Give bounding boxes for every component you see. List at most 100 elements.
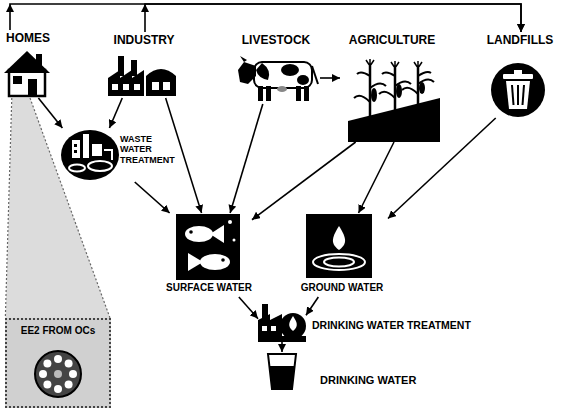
- corn-field-icon: [394, 68, 397, 110]
- factory-icon: [112, 84, 118, 90]
- treatment-plant-icon: [83, 134, 89, 158]
- flow-arrow: [166, 98, 202, 213]
- node-label: SURFACE WATER: [156, 282, 262, 294]
- callout-leader: [5, 98, 11, 318]
- house-icon: [28, 79, 37, 96]
- fish-icon: [189, 230, 193, 234]
- corn-field-icon: [370, 83, 386, 88]
- corn-field-icon: [369, 66, 372, 116]
- trash-can-icon: [517, 85, 519, 105]
- corn-field-icon: [402, 88, 418, 94]
- corn-field-icon: [418, 72, 431, 76]
- treatment-plant-icon: [74, 150, 77, 153]
- cow-icon: [240, 56, 247, 62]
- water-plant-icon: [271, 326, 276, 331]
- glass-icon: [270, 366, 295, 389]
- node-label: EE2 FROM OCs: [7, 325, 109, 337]
- fish-icon: [176, 214, 240, 280]
- corn-field-icon: [419, 82, 425, 94]
- pill-pack-icon: [65, 381, 73, 389]
- corn-field-icon: [414, 61, 422, 68]
- corn-field-icon: [418, 79, 434, 84]
- source-node: HOMES: [3, 30, 53, 98]
- factory-icon: [118, 56, 124, 76]
- glass-icon: [268, 354, 296, 389]
- node-label: LANDFILLS: [480, 34, 560, 48]
- flow-arrow: [359, 142, 395, 213]
- cow-icon: [304, 86, 309, 101]
- up-arrowhead: [6, 4, 149, 12]
- up-arrowhead: [141, 4, 149, 12]
- source-node: LANDFILLS: [480, 32, 560, 118]
- water-plant-icon: [262, 326, 267, 331]
- fish-icon: [200, 254, 230, 270]
- fish-icon: [176, 214, 240, 280]
- corn-field-icon: [395, 81, 411, 86]
- fish-icon: [228, 220, 232, 224]
- pill-pack-icon: [39, 370, 47, 378]
- source-node: INDUSTRY: [105, 32, 183, 98]
- fish-icon: [221, 258, 225, 262]
- trash-can-icon: [512, 85, 514, 105]
- factory-icon: [134, 84, 140, 90]
- corn-field-icon: [417, 68, 420, 104]
- water-drop-icon: [306, 214, 372, 278]
- house-icon: [9, 70, 45, 96]
- corn-field-icon: [396, 84, 402, 98]
- trash-can-icon: [503, 74, 533, 79]
- water-plant-icon: [258, 314, 282, 342]
- flow-arrow: [109, 98, 122, 128]
- factory-icon: [108, 70, 144, 96]
- fish-icon: [185, 226, 213, 242]
- house-icon: [4, 51, 50, 73]
- flow-arrow: [230, 104, 263, 213]
- flow-arrow: [388, 118, 496, 219]
- house-icon: [36, 54, 42, 66]
- pill-pack-icon: [43, 359, 51, 367]
- factory-icon: [131, 60, 137, 76]
- flow-arrow: [320, 77, 340, 79]
- pill-pack-icon: [35, 351, 81, 397]
- cow-icon: [312, 66, 318, 84]
- output-node: DRINKING WATER: [264, 352, 300, 390]
- trash-can-icon: [491, 63, 545, 117]
- corn-field-icon: [354, 96, 370, 102]
- treatment-plant-icon: [104, 150, 112, 160]
- node-label: HOMES: [3, 32, 53, 46]
- pill-pack-icon: [54, 370, 62, 378]
- corn-field-icon: [357, 72, 370, 76]
- flow-arrow: [252, 142, 356, 220]
- factory-icon: [146, 69, 176, 96]
- flow-arrow: [306, 297, 318, 315]
- cow-icon: [238, 56, 318, 101]
- trash-can-icon: [491, 63, 545, 117]
- pill-pack-icon: [43, 381, 51, 389]
- water-drop-icon: [313, 254, 365, 270]
- house-icon: [4, 51, 50, 96]
- cow-icon: [266, 86, 271, 101]
- water-drop-icon: [306, 214, 372, 278]
- water-plant-icon: [280, 336, 306, 342]
- treatment-plant-icon: [61, 130, 119, 180]
- factory-icon: [108, 56, 176, 96]
- callout-wedge: [30, 98, 110, 318]
- water-drop-icon: [324, 258, 354, 267]
- water-plant-icon: [289, 316, 297, 331]
- node-label: DRINKING WATER TREATMENT: [312, 319, 492, 331]
- cow-icon: [254, 62, 312, 88]
- treatment-node: WASTE WATER TREATMENT: [60, 128, 188, 182]
- trash-can-icon: [523, 85, 525, 105]
- node-label: GROUND WATER: [286, 282, 398, 294]
- source-node: LIVESTOCK: [232, 32, 320, 104]
- glass-icon: [268, 354, 296, 389]
- cow-icon: [277, 86, 287, 92]
- treatment-plant-icon: [88, 161, 112, 171]
- source-node: AGRICULTURE: [340, 32, 444, 142]
- corn-field-icon: [348, 59, 440, 142]
- corn-field-icon: [391, 61, 399, 68]
- node-label: INDUSTRY: [105, 34, 183, 48]
- cow-icon: [238, 62, 256, 84]
